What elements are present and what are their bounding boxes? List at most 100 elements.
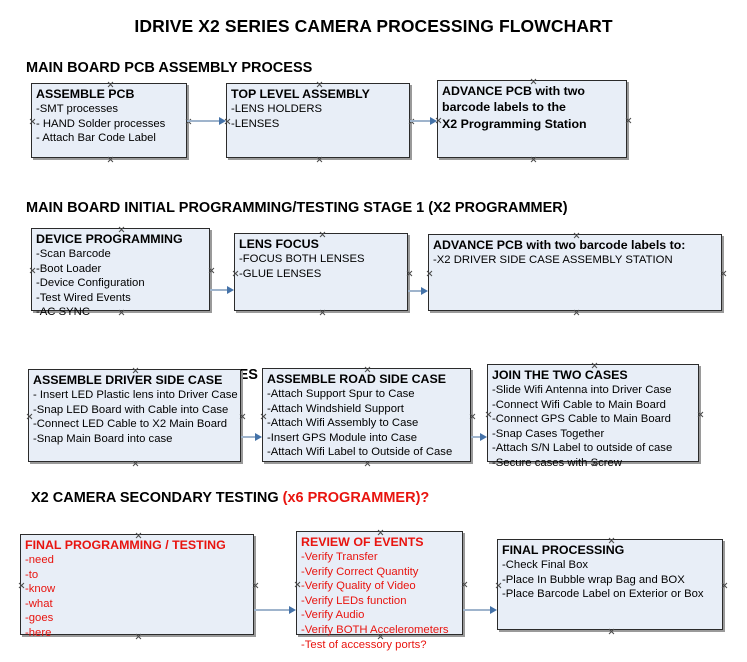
node-lens-focus[interactable]: LENS FOCUS-FOCUS BOTH LENSES-GLUE LENSES — [234, 233, 408, 311]
right-handle[interactable] — [252, 582, 259, 589]
right-handle[interactable] — [461, 581, 468, 588]
connector-arrowhead-icon — [227, 285, 234, 294]
node-title: FINAL PROGRAMMING / TESTING — [25, 538, 226, 552]
left-handle[interactable] — [232, 270, 239, 277]
right-handle[interactable] — [721, 582, 728, 589]
node-line: -Snap Cases Together — [492, 427, 605, 440]
node-final-programming-testing[interactable]: FINAL PROGRAMMING / TESTING-need-to-know… — [18, 534, 254, 639]
node-title: REVIEW OF EVENTS — [301, 535, 424, 549]
section-header-accent: (x6 PROGRAMMER)? — [282, 490, 430, 506]
left-handle[interactable] — [426, 270, 433, 277]
node-line: -Insert GPS Module into Case — [267, 431, 418, 444]
node-line: - Insert LED Plastic lens into Driver Ca… — [33, 389, 238, 401]
section-header-main-board-pcb-assembly-process: MAIN BOARD PCB ASSEMBLY PROCESS — [26, 60, 312, 76]
node-line: -Secure cases with Screw — [492, 456, 622, 469]
node-line: -Connect LED Cable to X2 Main Board — [33, 418, 228, 431]
node-line: -to — [25, 568, 39, 581]
node-line: -Attach Wifi Label to Outside of Case — [267, 446, 453, 459]
connector-arrow[interactable] — [241, 436, 256, 438]
connector-arrow[interactable] — [471, 436, 481, 438]
node-line: -Verify LEDs function — [301, 594, 407, 607]
left-handle[interactable] — [26, 413, 33, 420]
node-line: -Connect GPS Cable to Main Board — [492, 413, 671, 426]
node-assemble-driver-side-case[interactable]: ASSEMBLE DRIVER SIDE CASE - Insert LED Pl… — [28, 369, 241, 462]
connector-arrow[interactable] — [187, 120, 220, 122]
node-line: -FOCUS BOTH LENSES — [239, 253, 365, 265]
node-line: -Device Configuration — [36, 277, 145, 290]
node-line: barcode labels to the — [442, 100, 566, 114]
right-handle[interactable] — [720, 270, 727, 277]
right-handle[interactable] — [469, 413, 476, 420]
right-handle[interactable] — [697, 411, 704, 418]
node-title: DEVICE PROGRAMMING — [36, 232, 183, 246]
node-advance-pcb-to-x2-programming-station[interactable]: ADVANCE PCB with two barcode labels to th… — [437, 80, 627, 158]
node-line: - Attach Bar Code Label — [36, 132, 156, 145]
right-handle[interactable] — [625, 117, 632, 124]
bottom-handle[interactable] — [107, 156, 114, 163]
node-final-processing[interactable]: FINAL PROCESSING -Check Final Box-Place … — [497, 539, 723, 630]
bottom-handle[interactable] — [316, 156, 323, 163]
left-handle[interactable] — [29, 118, 36, 125]
node-join-the-two-cases[interactable]: JOIN THE TWO CASES-Slide Wifi Antenna in… — [485, 364, 699, 469]
node-line: -Verify BOTH Accelerometers — [301, 623, 449, 636]
bottom-handle[interactable] — [573, 309, 580, 316]
left-handle[interactable] — [485, 411, 492, 418]
node-line: -Verify Correct Quantity — [301, 565, 419, 578]
bottom-handle[interactable] — [319, 309, 326, 316]
node-assemble-pcb[interactable]: ASSEMBLE PCB-SMT processes- HAND Solder … — [31, 83, 187, 158]
bottom-handle[interactable] — [132, 460, 139, 467]
node-top-level-assembly[interactable]: TOP LEVEL ASSEMBLY-LENS HOLDERS-LENSES — [226, 83, 410, 158]
node-line: -X2 DRIVER SIDE CASE ASSEMBLY STATION — [433, 254, 673, 266]
node-line: - HAND Solder processes — [36, 117, 166, 130]
right-handle[interactable] — [208, 267, 215, 274]
node-title: FINAL PROCESSING — [502, 543, 625, 557]
left-handle[interactable] — [495, 582, 502, 589]
node-line: -Test Wired Events — [36, 291, 131, 304]
node-line: -know — [25, 583, 56, 596]
node-line: -Test of accessory ports? — [301, 638, 427, 651]
left-handle[interactable] — [18, 582, 25, 589]
section-header-x2-camera-secondary-testing: X2 CAMERA SECONDARY TESTING (x6 PROGRAMM… — [31, 490, 429, 506]
node-line: -GLUE LENSES — [239, 267, 322, 280]
node-line: -Place In Bubble wrap Bag and BOX — [502, 573, 685, 586]
node-line: -LENSES — [231, 117, 280, 130]
node-line: -Attach S/N Label to outside of case — [492, 442, 673, 455]
connector-arrow[interactable] — [410, 120, 431, 122]
node-line: -Place Barcode Label on Exterior or Box — [502, 588, 704, 601]
node-title: ASSEMBLE DRIVER SIDE CASE — [33, 373, 223, 387]
connector-arrowhead-icon — [255, 432, 262, 441]
node-line: -Scan Barcode — [36, 248, 111, 260]
node-assemble-road-side-case[interactable]: ASSEMBLE ROAD SIDE CASE-Attach Support S… — [262, 368, 471, 462]
section-header-text: X2 CAMERA SECONDARY TESTING — [31, 490, 283, 506]
connector-arrowhead-icon — [289, 605, 296, 614]
node-line: -Slide Wifi Antenna into Driver Case — [492, 384, 672, 396]
connector-arrow[interactable] — [210, 289, 228, 291]
connector-arrow[interactable] — [408, 290, 422, 292]
section-header-text: MAIN BOARD PCB ASSEMBLY PROCESS — [26, 60, 313, 76]
node-line: -Verify Audio — [301, 609, 365, 622]
node-advance-pcb-to-driver-side-case-assembly[interactable]: ADVANCE PCB with two barcode labels to:-… — [428, 234, 722, 311]
node-line: -Boot Loader — [36, 262, 102, 275]
right-handle[interactable] — [239, 413, 246, 420]
connector-arrow[interactable] — [463, 609, 491, 611]
connector-arrowhead-icon — [430, 116, 437, 125]
left-handle[interactable] — [260, 413, 267, 420]
connector-arrow[interactable] — [254, 609, 290, 611]
bottom-handle[interactable] — [364, 460, 371, 467]
right-handle[interactable] — [406, 270, 413, 277]
section-header-text: MAIN BOARD INITIAL PROGRAMMING/TESTING S… — [26, 200, 568, 216]
section-header-main-board-initial-programming-testing-stage-1: MAIN BOARD INITIAL PROGRAMMING/TESTING S… — [26, 200, 568, 216]
left-handle[interactable] — [29, 267, 36, 274]
left-handle[interactable] — [294, 581, 301, 588]
node-line: -Verify Quality of Video — [301, 580, 416, 593]
node-device-programming[interactable]: DEVICE PROGRAMMING -Scan Barcode -Boot Loa… — [29, 228, 210, 318]
node-line: -Connect Wifi Cable to Main Board — [492, 398, 666, 411]
node-review-of-events[interactable]: REVIEW OF EVENTS -Verify Transfer -Verify … — [294, 531, 463, 651]
node-line: -Verify Transfer — [301, 551, 378, 563]
node-line: -what — [25, 597, 53, 610]
node-title: ADVANCE PCB with two — [442, 84, 585, 98]
node-line: -SMT processes — [36, 103, 119, 115]
bottom-handle[interactable] — [530, 156, 537, 163]
bottom-handle[interactable] — [608, 628, 615, 635]
